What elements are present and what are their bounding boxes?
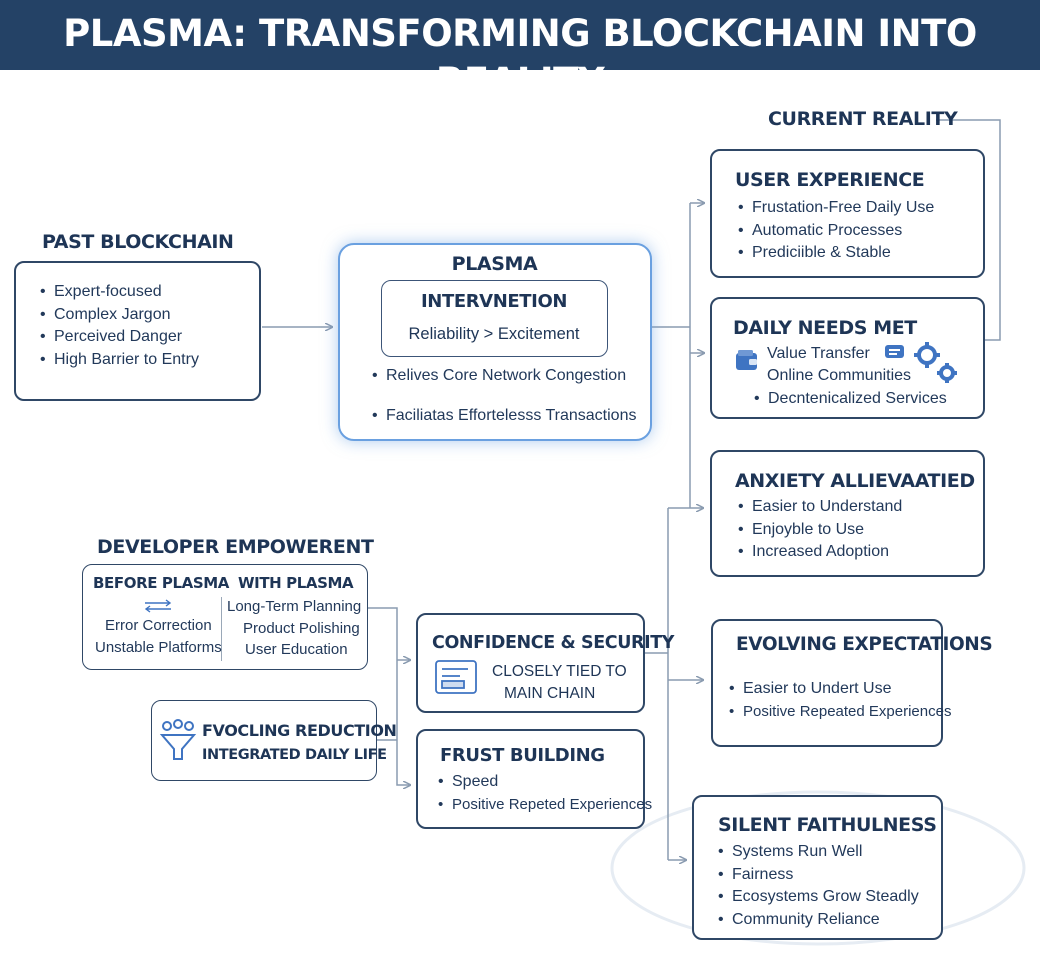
confidence-line1: CLOSELY TIED TO <box>492 663 627 680</box>
evolving-list: Easier to Undert Use Positive Repeated E… <box>727 678 951 723</box>
title-banner: PLASMA: TRANSFORMING BLOCKCHAIN INTO REA… <box>0 0 1040 103</box>
list-item: Easier to Undert Use <box>727 678 951 701</box>
people-funnel-icon <box>159 719 197 760</box>
list-item: Positive Repeted Experiences <box>436 794 652 817</box>
daily-needs-title: DAILY NEEDS MET <box>733 317 917 339</box>
list-item: Perceived Danger <box>38 326 199 349</box>
past-blockchain-card: Expert-focused Complex Jargon Perceived … <box>14 261 261 401</box>
confidence-title: CONFIDENCE & SECURITY <box>432 633 675 653</box>
developer-card: BEFORE PLASMA WITH PLASMA Error Correcti… <box>82 564 368 670</box>
list-item: Prediciible & Stable <box>736 242 934 265</box>
list-item: Frustation-Free Daily Use <box>736 197 934 220</box>
trust-list: Speed Positive Repeted Experiences <box>436 771 652 816</box>
confidence-card: CONFIDENCE & SECURITY CLOSELY TIED TO MA… <box>416 613 674 713</box>
friction-card: FVOCLING REDUCTION INTEGRATED DAILY LIFE <box>151 700 397 781</box>
plasma-card: PLASMA INTERVNETION Reliability > Excite… <box>338 243 652 441</box>
list-item: Speed <box>436 771 652 794</box>
with-plasma-heading: WITH PLASMA <box>238 574 354 592</box>
trust-title: FRUST BUILDING <box>440 745 605 766</box>
swap-arrows-icon <box>144 599 172 613</box>
user-experience-title: USER EXPERIENCE <box>735 169 925 191</box>
list-item: Enjoyble to Use <box>736 519 902 542</box>
list-item: Increased Adoption <box>736 541 902 564</box>
document-icon <box>435 660 477 694</box>
user-experience-card: USER EXPERIENCE Frustation-Free Daily Us… <box>710 149 985 278</box>
daily-needs-item: Value Transfer <box>767 345 870 362</box>
daily-needs-list: Decntenicalized Services <box>752 388 947 411</box>
chat-icon <box>885 345 904 358</box>
intervention-box: INTERVNETION Reliability > Excitement <box>381 280 608 357</box>
list-item: Expert-focused <box>38 281 199 304</box>
plasma-title: PLASMA <box>451 253 538 275</box>
silent-title: SILENT FAITHULNESS <box>718 814 937 836</box>
with-item: User Education <box>245 641 348 658</box>
anxiety-card: ANXIETY ALLIEVAATIED Easier to Understan… <box>710 450 985 577</box>
connector-dev-split <box>368 607 410 785</box>
list-item: Positive Repeated Experiences <box>727 701 951 724</box>
daily-needs-card: DAILY NEEDS MET Value Transfer Online Co… <box>710 297 985 419</box>
list-item: Ecosystems Grow Steadly <box>716 886 919 909</box>
list-item: Complex Jargon <box>38 304 199 327</box>
silent-card: SILENT FAITHULNESS Systems Run Well Fair… <box>692 795 943 940</box>
confidence-line2: MAIN CHAIN <box>504 685 596 702</box>
list-item: Systems Run Well <box>716 841 919 864</box>
connector-current-reality <box>936 119 1001 341</box>
wallet-icon <box>736 350 757 370</box>
past-blockchain-list: Expert-focused Complex Jargon Perceived … <box>38 281 199 371</box>
developer-heading: DEVELOPER EMPOWERENT <box>97 536 374 558</box>
list-item: Relives Core Network Congestion <box>370 365 636 388</box>
list-item: Easier to Understand <box>736 496 902 519</box>
user-experience-list: Frustation-Free Daily Use Automatic Proc… <box>736 197 934 265</box>
evolving-title: EVOLVING EXPECTATIONS <box>736 634 993 655</box>
before-item: Error Correction <box>105 617 212 634</box>
column-divider <box>221 597 222 661</box>
intervention-subtitle: Reliability > Excitement <box>408 325 580 343</box>
with-item: Product Polishing <box>243 620 360 637</box>
intervention-title: INTERVNETION <box>420 291 568 312</box>
list-item: Decntenicalized Services <box>752 388 947 411</box>
highlight-ellipse <box>610 790 1026 946</box>
evolving-card: EVOLVING EXPECTATIONS Easier to Undert U… <box>711 619 993 747</box>
trust-card: FRUST BUILDING Speed Positive Repeted Ex… <box>416 729 652 829</box>
before-plasma-heading: BEFORE PLASMA <box>93 574 229 592</box>
friction-line1: FVOCLING REDUCTION <box>202 721 397 740</box>
anxiety-list: Easier to Understand Enjoyble to Use Inc… <box>736 496 902 564</box>
past-blockchain-heading: PAST BLOCKCHAIN <box>42 231 234 253</box>
silent-list: Systems Run Well Fairness Ecosystems Gro… <box>716 841 919 931</box>
daily-needs-item: Online Communities <box>767 367 912 384</box>
page-title: PLASMA: TRANSFORMING BLOCKCHAIN INTO REA… <box>63 12 977 103</box>
list-item: Automatic Processes <box>736 220 934 243</box>
with-item: Long-Term Planning <box>227 598 362 615</box>
list-item: Faciliatas Effortelesss Transactions <box>370 405 636 428</box>
before-item: Unstable Platforms <box>95 639 222 656</box>
current-reality-heading: CURRENT REALITY <box>768 108 958 130</box>
list-item: High Barrier to Entry <box>38 349 199 372</box>
list-item: Community Reliance <box>716 909 919 932</box>
gear-icon <box>914 342 957 383</box>
friction-line2: INTEGRATED DAILY LIFE <box>202 747 387 763</box>
anxiety-title: ANXIETY ALLIEVAATIED <box>735 470 975 492</box>
plasma-list: Relives Core Network Congestion Faciliat… <box>370 365 636 427</box>
list-item: Fairness <box>716 864 919 887</box>
